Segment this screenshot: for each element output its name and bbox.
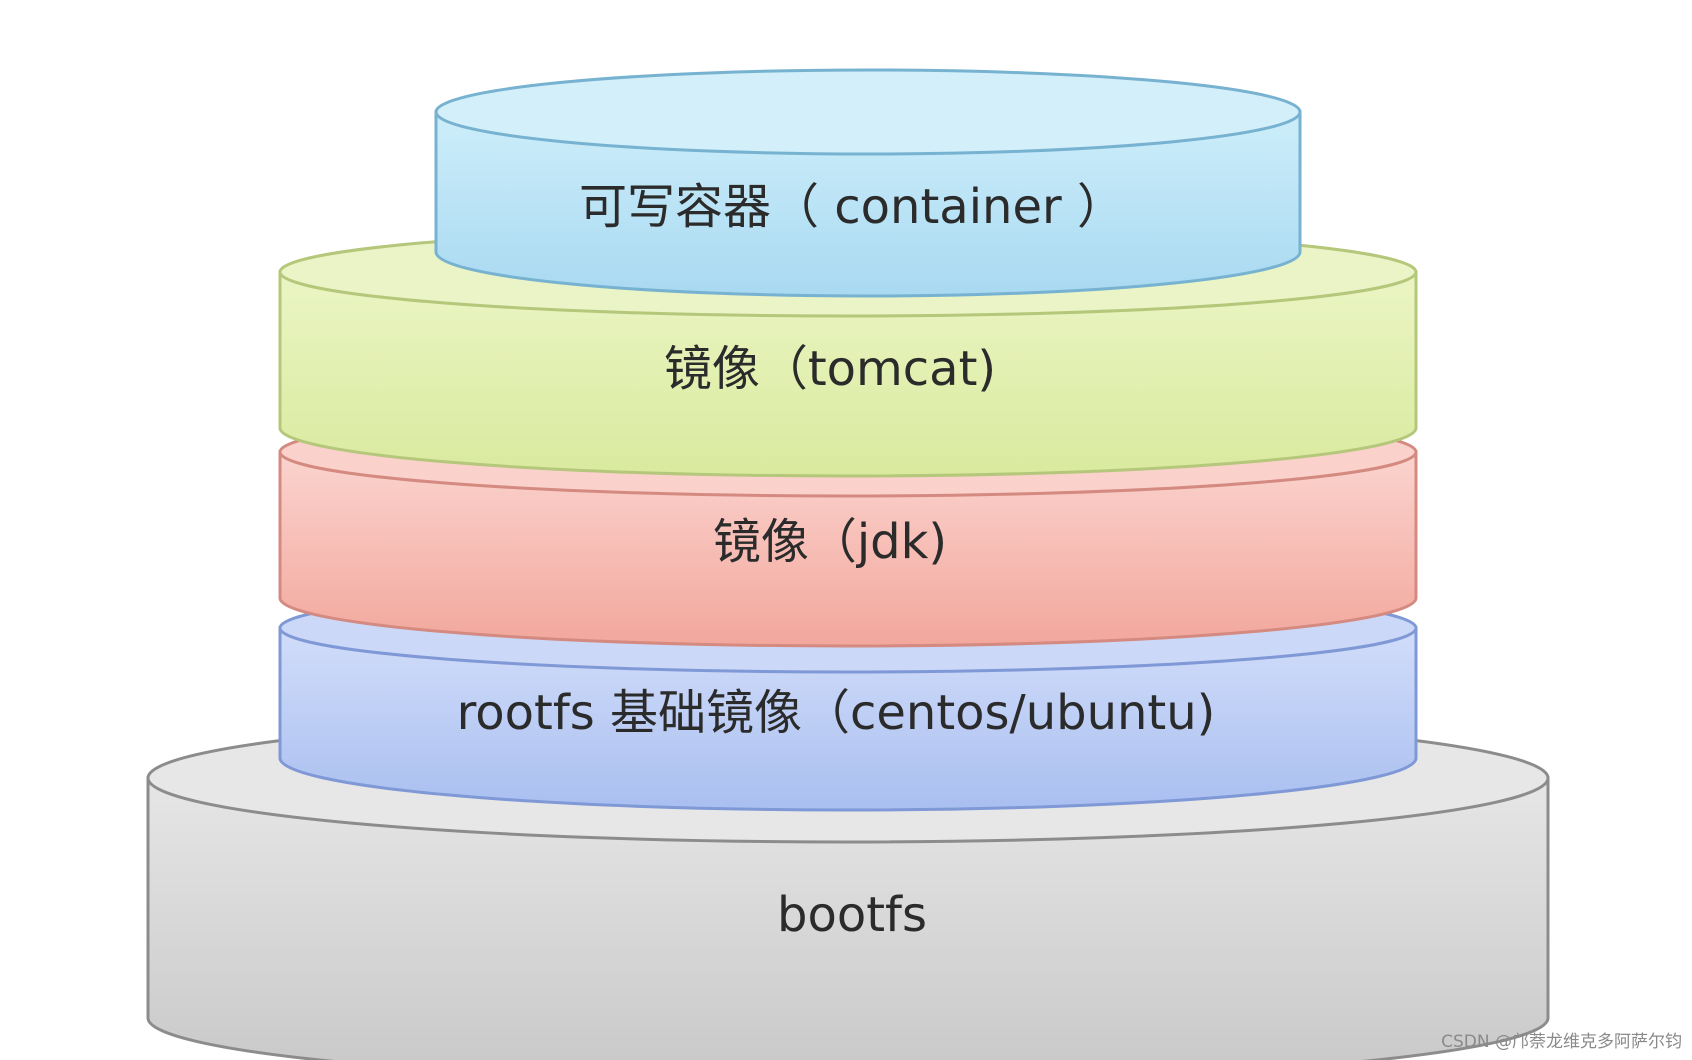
layer-label-jdk: 镜像（jdk) xyxy=(713,514,947,570)
layer-container xyxy=(434,68,1302,298)
layer-label-rootfs: rootfs 基础镜像（centos/ubuntu) xyxy=(457,685,1216,741)
layer-label-bootfs: bootfs xyxy=(777,887,927,943)
layer-label-tomcat: 镜像（tomcat) xyxy=(664,341,996,397)
layer-label-container: 可写容器（ container ） xyxy=(579,179,1125,235)
watermark: CSDN @邝萘龙维克多阿萨尔钧 xyxy=(1441,1032,1682,1052)
